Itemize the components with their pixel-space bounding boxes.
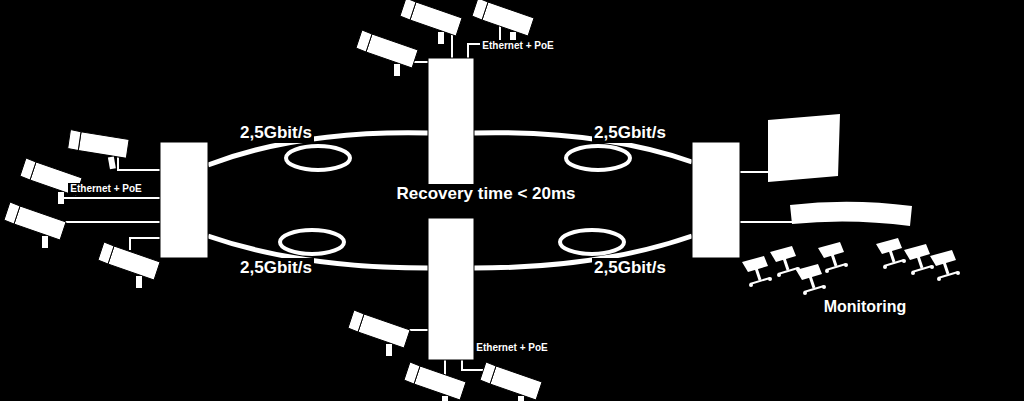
link-speed: 2,5Gbit/s: [238, 123, 314, 143]
monitoring-label: Monitoring: [822, 298, 909, 316]
monitoring-equipment: [742, 114, 960, 295]
link-speed: 2,5Gbit/s: [592, 258, 668, 278]
switch: [160, 58, 740, 360]
link-speed: 2,5Gbit/s: [238, 258, 314, 278]
port-note: Ethernet + PoE: [474, 342, 549, 354]
recovery-note: Recovery time < 20ms: [394, 184, 577, 204]
camera-wire: [50, 20, 792, 378]
link-speed: 2,5Gbit/s: [592, 123, 668, 143]
port-note: Ethernet + PoE: [480, 40, 555, 52]
port-note: Ethernet + PoE: [68, 183, 143, 195]
